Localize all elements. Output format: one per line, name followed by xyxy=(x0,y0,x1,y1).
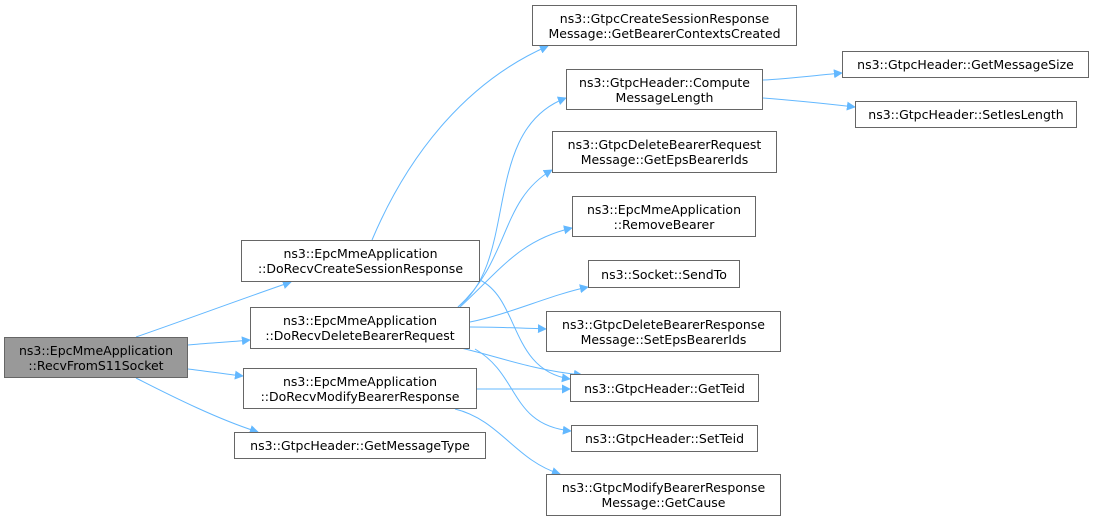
node-label-line: ns3::GtpcModifyBearerResponse xyxy=(561,480,766,495)
node-set-eps-bearer-ids[interactable]: ns3::GtpcDeleteBearerResponse Message::S… xyxy=(546,311,781,352)
edge-dmb-to-gc xyxy=(454,408,561,476)
node-label-line: Message::SetEpsBearerIds xyxy=(580,331,747,347)
node-do-recv-delete-bearer-request[interactable]: ns3::EpcMmeApplication ::DoRecvDeleteBea… xyxy=(250,307,470,349)
node-label-line: ns3::EpcMmeApplication xyxy=(282,313,437,328)
node-label-line: Message::GetCause xyxy=(601,495,726,510)
node-label-line: Message::GetBearerContextsCreated xyxy=(548,25,781,41)
node-get-bearer-contexts-created[interactable]: ns3::GtpcCreateSessionResponse Message::… xyxy=(532,5,797,46)
node-label-line: ::DoRecvDeleteBearerRequest xyxy=(265,328,455,343)
node-label-line: ns3::GtpcHeader::SetTeid xyxy=(584,431,745,446)
node-compute-message-length[interactable]: ns3::GtpcHeader::Compute MessageLength xyxy=(566,69,763,110)
edge-ddb-to-getteid xyxy=(451,345,583,379)
edge-root-to-dcs xyxy=(135,280,292,338)
node-label-line: ::RecvFromS11Socket xyxy=(28,357,164,373)
node-set-teid[interactable]: ns3::GtpcHeader::SetTeid xyxy=(571,425,758,452)
node-recv-from-s11-socket: ns3::EpcMmeApplication ::RecvFromS11Sock… xyxy=(4,337,188,378)
node-label-line: ns3::GtpcDeleteBearerRequest xyxy=(567,137,762,152)
edge-cml-to-gms xyxy=(762,69,843,81)
node-get-teid[interactable]: ns3::GtpcHeader::GetTeid xyxy=(570,374,759,402)
edge-ddb-to-sendto xyxy=(469,284,589,323)
node-label-line: ns3::GtpcHeader::Compute xyxy=(579,74,750,90)
edge-ddb-to-gebi xyxy=(457,169,553,308)
node-label-line: ::DoRecvCreateSessionResponse xyxy=(257,261,464,276)
node-socket-send-to[interactable]: ns3::Socket::SendTo xyxy=(588,260,740,288)
node-label-line: ns3::GtpcHeader::SetIesLength xyxy=(868,107,1064,122)
edge-cml-to-sil xyxy=(762,97,856,111)
node-remove-bearer[interactable]: ns3::EpcMmeApplication ::RemoveBearer xyxy=(572,196,756,237)
edge-ddb-to-setteid xyxy=(474,348,572,435)
node-get-eps-bearer-ids[interactable]: ns3::GtpcDeleteBearerRequest Message::Ge… xyxy=(552,131,777,173)
node-label-line: ns3::EpcMmeApplication xyxy=(586,201,741,217)
node-label-line: ns3::GtpcHeader::GetMessageSize xyxy=(857,57,1074,72)
node-label-line: ns3::GtpcHeader::GetMessageType xyxy=(250,438,470,453)
node-get-message-size[interactable]: ns3::GtpcHeader::GetMessageSize xyxy=(842,51,1089,78)
node-label-line: ns3::EpcMmeApplication xyxy=(18,342,173,358)
node-set-ies-length[interactable]: ns3::GtpcHeader::SetIesLength xyxy=(855,101,1077,128)
node-get-message-type[interactable]: ns3::GtpcHeader::GetMessageType xyxy=(234,432,486,459)
node-do-recv-modify-bearer-response[interactable]: ns3::EpcMmeApplication ::DoRecvModifyBea… xyxy=(243,368,477,409)
node-label-line: ns3::EpcMmeApplication xyxy=(283,246,438,261)
node-label-line: ::DoRecvModifyBearerResponse xyxy=(260,388,460,404)
edge-dcs-to-gbcc xyxy=(371,45,549,241)
edge-dcs-to-getteid xyxy=(479,279,571,383)
edge-root-to-ddb xyxy=(187,336,251,346)
node-label-line: ns3::GtpcCreateSessionResponse xyxy=(559,10,770,26)
node-get-cause[interactable]: ns3::GtpcModifyBearerResponse Message::G… xyxy=(546,474,781,516)
node-label-line: ::RemoveBearer xyxy=(613,216,715,232)
edge-root-to-gmt xyxy=(135,377,259,434)
node-label-line: MessageLength xyxy=(615,89,714,105)
node-label-line: Message::GetEpsBearerIds xyxy=(580,152,749,167)
node-label-line: ns3::GtpcHeader::GetTeid xyxy=(584,380,745,396)
node-label-line: ns3::GtpcDeleteBearerResponse xyxy=(562,316,765,332)
edge-ddb-to-sebi xyxy=(469,324,547,334)
node-label-line: ns3::Socket::SendTo xyxy=(601,266,727,282)
edge-ddb-to-rb xyxy=(459,225,573,308)
node-do-recv-create-session-response[interactable]: ns3::EpcMmeApplication ::DoRecvCreateSes… xyxy=(241,240,480,282)
node-label-line: ns3::EpcMmeApplication xyxy=(282,373,437,389)
edge-root-to-dmb xyxy=(187,368,244,380)
